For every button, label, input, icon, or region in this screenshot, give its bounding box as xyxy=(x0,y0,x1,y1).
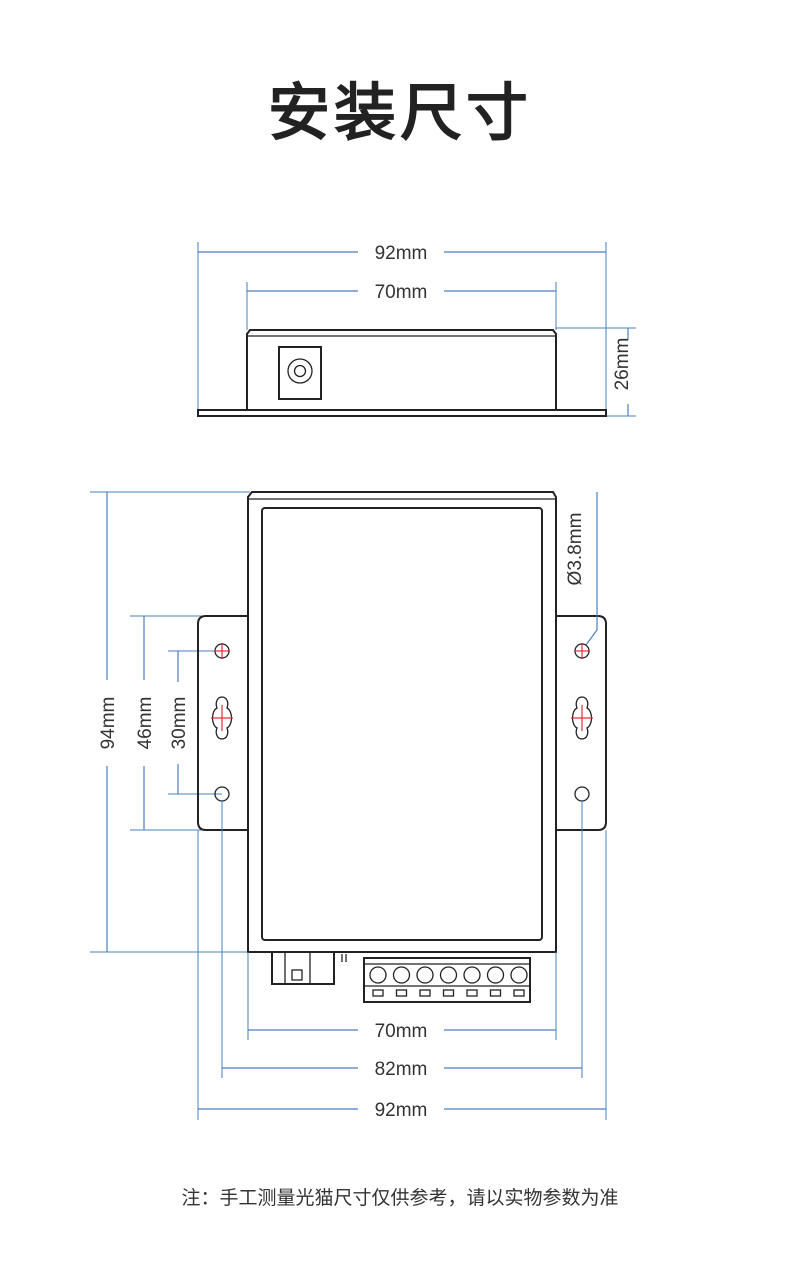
terminal-slot xyxy=(395,989,408,997)
terminal-screw xyxy=(369,966,387,984)
side-view: 92mm 70mm 26mm xyxy=(197,242,636,417)
keyhole-right xyxy=(571,696,593,740)
terminal-screw xyxy=(510,966,528,984)
dim-label-front-94: 94mm xyxy=(98,697,119,750)
page-title: 安装尺寸 xyxy=(267,76,532,149)
hole-right-bottom xyxy=(574,786,590,802)
dc-jack-pin xyxy=(293,364,307,378)
terminal-slot xyxy=(419,989,431,997)
right-flange xyxy=(556,615,607,831)
dim-label-side-70: 70mm xyxy=(375,282,428,303)
dim-label-front-70: 70mm xyxy=(375,1021,428,1042)
front-panel xyxy=(261,507,543,941)
dim-label-front-92: 92mm xyxy=(375,1100,428,1121)
side-flange xyxy=(197,409,607,417)
terminal-screw xyxy=(439,966,458,984)
dim-label-hole-diameter: Ø3.8mm xyxy=(565,513,586,586)
terminal-slot xyxy=(372,989,384,997)
front-housing xyxy=(247,491,557,953)
keyhole-left xyxy=(211,696,233,740)
terminal-screws xyxy=(369,966,528,997)
terminal-screw xyxy=(463,966,481,984)
center-marks xyxy=(211,643,593,731)
terminal-slot xyxy=(513,989,525,997)
terminal-screw xyxy=(392,966,411,984)
terminal-block xyxy=(363,957,531,1003)
fiber-port xyxy=(271,951,335,985)
terminal-screw xyxy=(486,966,505,984)
left-flange xyxy=(197,615,248,831)
dim-label-side-26: 26mm xyxy=(612,338,633,391)
terminal-slot xyxy=(442,989,455,997)
dc-jack-ring xyxy=(287,358,313,384)
dim-label-front-30: 30mm xyxy=(169,697,190,750)
dc-jack xyxy=(278,346,322,400)
front-view: 94mm 46mm 30mm Ø3.8mm xyxy=(90,491,607,1121)
terminal-slot xyxy=(466,989,478,997)
terminal-block-body xyxy=(363,957,531,1003)
footnote: 注：手工测量光猫尺寸仅供参考，请以实物参数为准 xyxy=(181,1187,619,1209)
dim-label-side-92: 92mm xyxy=(375,243,428,264)
dim-leader-diameter xyxy=(585,629,598,646)
dim-label-front-46: 46mm xyxy=(135,697,156,750)
terminal-screw xyxy=(416,966,434,984)
terminal-slot xyxy=(489,989,502,997)
dim-label-front-82: 82mm xyxy=(375,1059,428,1080)
